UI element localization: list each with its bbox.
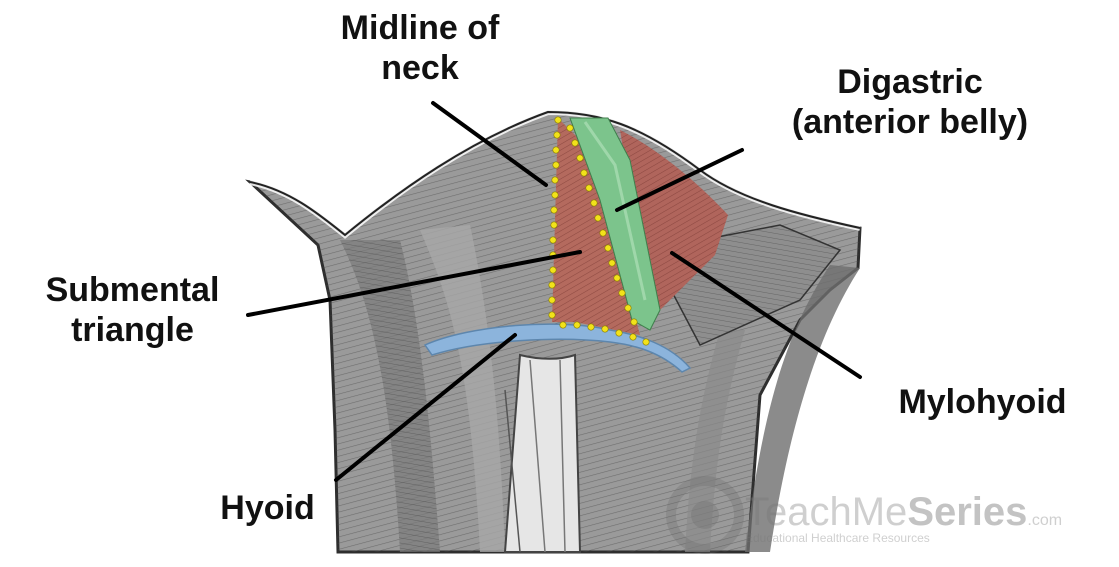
- watermark-domain: .com: [1027, 512, 1062, 529]
- label-hyoid: Hyoid: [205, 488, 330, 528]
- watermark-brand-bold: Series: [907, 490, 1027, 534]
- label-submental-triangle: Submental triangle: [20, 270, 245, 350]
- label-midline-line2: neck: [300, 48, 540, 88]
- label-submental-line1: Submental: [20, 270, 245, 310]
- watermark-brand-light: TeachMe: [745, 490, 907, 534]
- label-digastric-line2: (anterior belly): [760, 102, 1060, 142]
- label-midline-line1: Midline of: [300, 8, 540, 48]
- label-digastric-line1: Digastric: [760, 62, 1060, 102]
- label-digastric: Digastric (anterior belly): [760, 62, 1060, 142]
- label-submental-line2: triangle: [20, 310, 245, 350]
- label-mylohyoid: Mylohyoid: [870, 382, 1095, 422]
- watermark: TeachMeSeries.com Educational Healthcare…: [745, 490, 1062, 545]
- label-midline-of-neck: Midline of neck: [300, 8, 540, 88]
